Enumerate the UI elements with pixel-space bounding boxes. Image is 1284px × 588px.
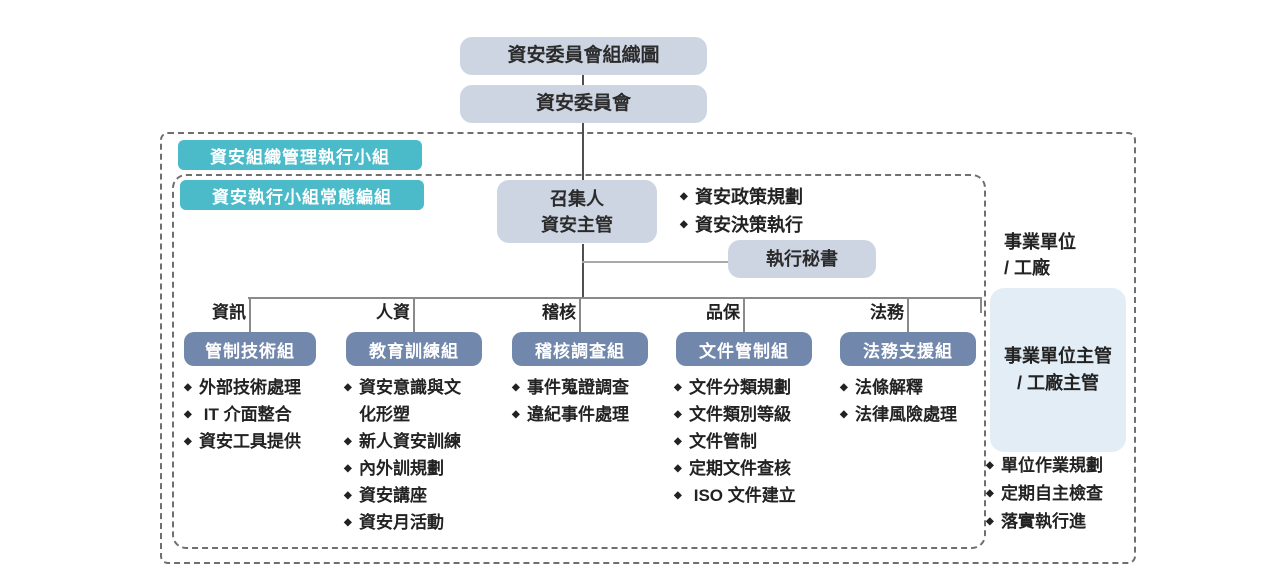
outer-dashed-frame <box>160 132 1136 564</box>
document-control-task-list: ◆文件分類規劃 ◆文件類別等級 ◆文件管制 ◆定期文件查核 ◆ ISO 文件建立 <box>674 374 830 509</box>
unit-manager-task-list: ◆單位作業規劃 ◆定期自主檢查 ◆落實執行進 <box>986 452 1132 536</box>
task-item: ◆資安意識與文化形塑 <box>344 374 476 428</box>
task-item: ◆資安講座 <box>344 482 476 509</box>
task-item: ◆內外訓規劃 <box>344 455 476 482</box>
diamond-bullet-icon: ◆ <box>674 490 682 501</box>
diamond-bullet-icon: ◆ <box>674 382 682 393</box>
coordinator-title: 資安主管 <box>541 214 613 235</box>
inner-team-badge-label: 資安執行小組常態編組 <box>212 187 392 207</box>
secretary-box: 執行秘書 <box>728 240 876 278</box>
diamond-bullet-icon: ◆ <box>680 219 688 230</box>
diamond-bullet-icon: ◆ <box>344 436 352 447</box>
diamond-bullet-icon: ◆ <box>344 382 352 393</box>
task-item: ◆法律風險處理 <box>840 401 986 428</box>
task-item: ◆ ISO 文件建立 <box>674 482 830 509</box>
diamond-bullet-icon: ◆ <box>840 382 848 393</box>
task-item: ◆法條解釋 <box>840 374 986 401</box>
group-label: 文件管制組 <box>699 341 789 361</box>
group-label: 法務支援組 <box>863 341 953 361</box>
diamond-bullet-icon: ◆ <box>674 463 682 474</box>
unit-manager-line2: / 工廠主管 <box>1016 373 1099 393</box>
diamond-bullet-icon: ◆ <box>344 490 352 501</box>
diamond-bullet-icon: ◆ <box>512 382 520 393</box>
duty-item: ◆ 資安政策規劃 <box>680 183 860 211</box>
duty-item: ◆ 資安決策執行 <box>680 211 860 239</box>
audit-investigation-task-list: ◆事件蒐證調查 ◆違紀事件處理 <box>512 374 662 428</box>
task-item: ◆事件蒐證調查 <box>512 374 662 401</box>
inner-team-badge: 資安執行小組常態編組 <box>180 180 424 210</box>
task-item: ◆落實執行進 <box>986 508 1132 536</box>
connector-line <box>582 75 584 85</box>
task-item: ◆單位作業規劃 <box>986 452 1132 480</box>
org-chart-title-box: 資安委員會組織圖 <box>460 37 707 75</box>
task-item: ◆定期自主檢查 <box>986 480 1132 508</box>
inner-dashed-frame <box>172 174 986 549</box>
connector-tick <box>907 297 909 332</box>
coordinator-box: 召集人 資安主管 <box>497 180 657 243</box>
task-item: ◆文件分類規劃 <box>674 374 830 401</box>
committee-box: 資安委員會 <box>460 85 707 123</box>
task-item: ◆新人資安訓練 <box>344 428 476 455</box>
dept-label-hr: 人資 <box>376 303 410 322</box>
task-item: ◆定期文件查核 <box>674 455 830 482</box>
distribution-bar <box>248 297 982 299</box>
diamond-bullet-icon: ◆ <box>184 382 192 393</box>
task-item: ◆文件類別等級 <box>674 401 830 428</box>
diamond-bullet-icon: ◆ <box>840 409 848 420</box>
document-control-group-box: 文件管制組 <box>676 332 812 366</box>
task-item: ◆違紀事件處理 <box>512 401 662 428</box>
connector-tick <box>579 297 581 332</box>
diamond-bullet-icon: ◆ <box>344 517 352 528</box>
unit-manager-line1: 事業單位主管 <box>1004 346 1112 366</box>
connector-line <box>582 244 584 298</box>
coordinator-duties-list: ◆ 資安政策規劃 ◆ 資安決策執行 <box>680 183 860 239</box>
connector-tick <box>249 297 251 332</box>
group-label: 教育訓練組 <box>369 341 459 361</box>
dept-label-audit: 稽核 <box>542 303 576 322</box>
connector-tick <box>743 297 745 332</box>
task-item: ◆資安月活動 <box>344 509 476 536</box>
connector-line <box>582 123 584 180</box>
task-item: ◆資安工具提供 <box>184 428 334 455</box>
task-item: ◆文件管制 <box>674 428 830 455</box>
committee-label: 資安委員會 <box>535 93 631 114</box>
diamond-bullet-icon: ◆ <box>680 191 688 202</box>
legal-support-task-list: ◆法條解釋 ◆法律風險處理 <box>840 374 986 428</box>
group-label: 稽核調查組 <box>535 341 625 361</box>
coordinator-role: 召集人 <box>550 188 604 209</box>
task-item: ◆ IT 介面整合 <box>184 401 334 428</box>
diamond-bullet-icon: ◆ <box>986 488 994 499</box>
business-unit-line2: / 工廠 <box>1004 258 1051 278</box>
org-chart-title: 資安委員會組織圖 <box>507 45 660 66</box>
control-tech-group-box: 管制技術組 <box>184 332 316 366</box>
education-training-task-list: ◆資安意識與文化形塑 ◆新人資安訓練 ◆內外訓規劃 ◆資安講座 ◆資安月活動 <box>344 374 476 536</box>
group-label: 管制技術組 <box>205 341 295 361</box>
connector-tick <box>980 297 982 313</box>
secretary-label: 執行秘書 <box>766 249 838 269</box>
unit-manager-box: 事業單位主管 / 工廠主管 <box>990 288 1126 452</box>
diamond-bullet-icon: ◆ <box>184 436 192 447</box>
diamond-bullet-icon: ◆ <box>184 409 192 420</box>
audit-investigation-group-box: 稽核調查組 <box>512 332 648 366</box>
legal-support-group-box: 法務支援組 <box>840 332 976 366</box>
diamond-bullet-icon: ◆ <box>986 516 994 527</box>
dept-label-qa: 品保 <box>706 303 740 322</box>
education-training-group-box: 教育訓練組 <box>346 332 482 366</box>
business-unit-label: 事業單位 / 工廠 <box>1004 229 1124 281</box>
dept-label-legal: 法務 <box>870 303 904 322</box>
diamond-bullet-icon: ◆ <box>674 436 682 447</box>
task-item: ◆外部技術處理 <box>184 374 334 401</box>
dept-label-it: 資訊 <box>212 303 246 322</box>
business-unit-line1: 事業單位 <box>1004 232 1076 252</box>
outer-team-badge-label: 資安組織管理執行小組 <box>210 147 390 167</box>
control-tech-task-list: ◆外部技術處理 ◆ IT 介面整合 ◆資安工具提供 <box>184 374 334 455</box>
secretary-connector-line <box>582 261 728 263</box>
diamond-bullet-icon: ◆ <box>344 463 352 474</box>
diamond-bullet-icon: ◆ <box>986 460 994 471</box>
diamond-bullet-icon: ◆ <box>674 409 682 420</box>
diamond-bullet-icon: ◆ <box>512 409 520 420</box>
connector-tick <box>413 297 415 332</box>
outer-team-badge: 資安組織管理執行小組 <box>178 140 422 170</box>
